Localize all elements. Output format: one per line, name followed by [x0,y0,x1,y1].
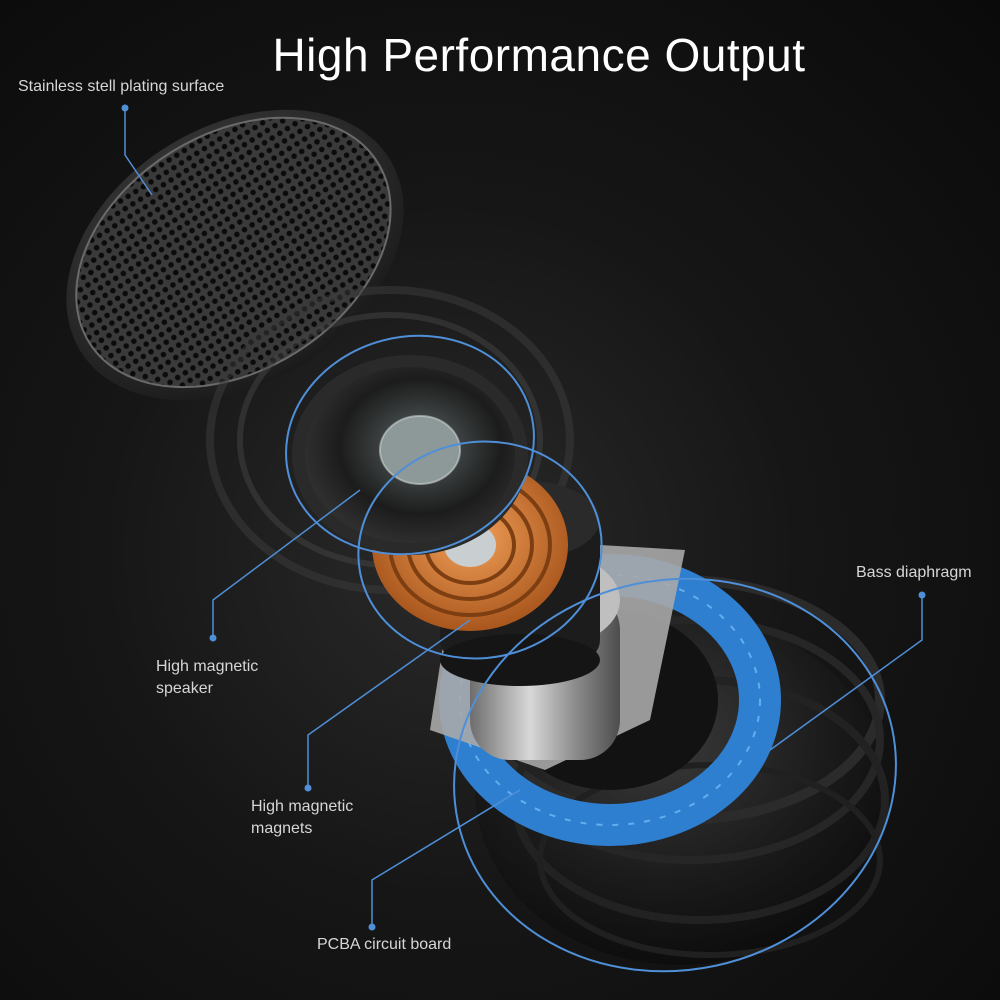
label-bass-text: Bass diaphragm [856,564,972,581]
label-magnets: High magnetic magnets [251,796,353,840]
label-speaker-line2: speaker [156,680,213,697]
label-magnets-line1: High magnetic [251,798,354,815]
label-pcba: PCBA circuit board [317,934,451,956]
page-title: High Performance Output [272,29,806,81]
label-speaker-line1: High magnetic [156,658,259,675]
label-speaker: High magnetic speaker [156,656,258,700]
label-magnets-line2: magnets [251,820,313,837]
label-steel-grille: Stainless stell plating surface [18,76,224,98]
label-steel-grille-text: Stainless stell plating surface [18,78,225,95]
label-pcba-text: PCBA circuit board [317,936,452,953]
leader-dots [121,104,926,931]
highlight-rings [285,334,897,973]
woofer-cone [292,355,528,555]
leader-lines [124,108,923,927]
label-bass: Bass diaphragm [856,562,972,584]
